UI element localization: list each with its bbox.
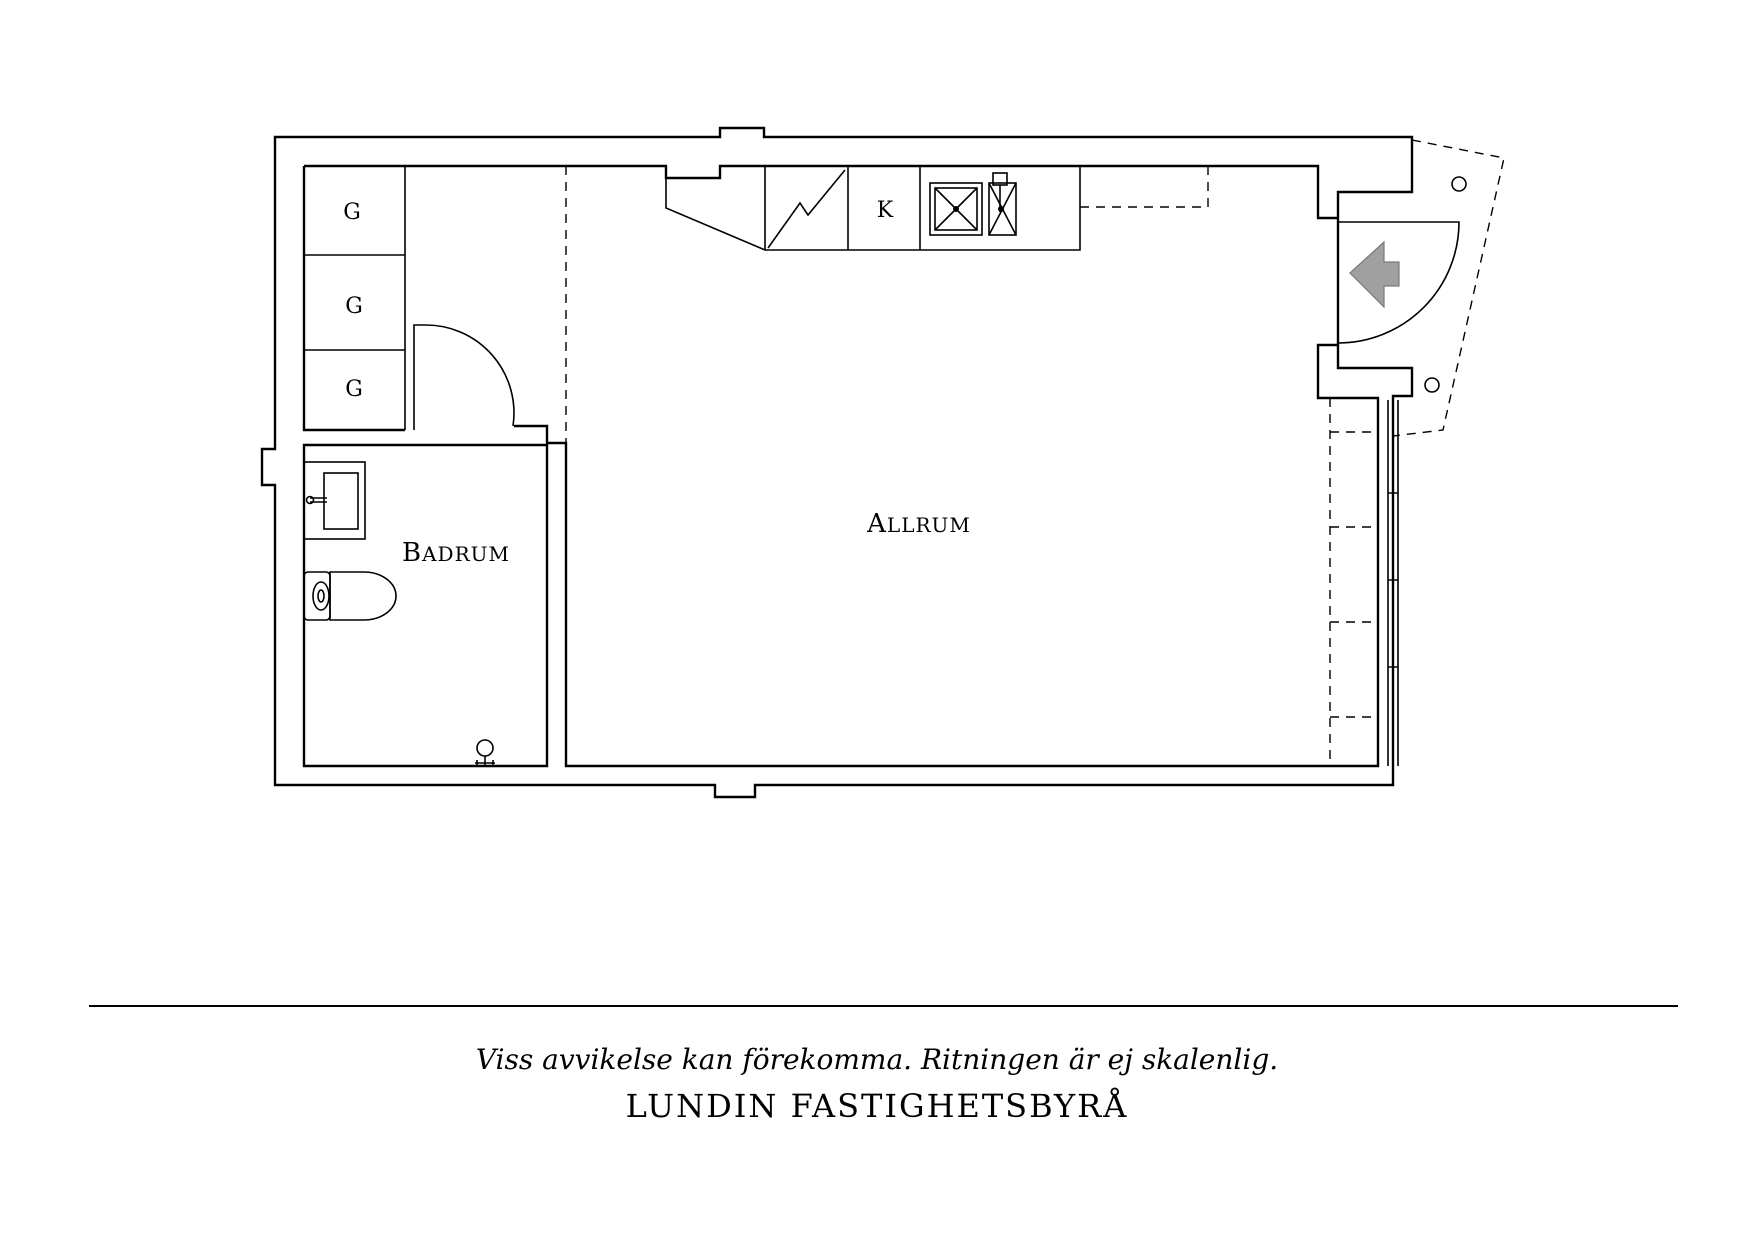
entrance-door-swing <box>1337 221 1460 344</box>
fridge-zigzag <box>767 169 846 249</box>
entrance-post-2 <box>1424 377 1440 393</box>
railing-ticks <box>1388 492 1398 668</box>
kitchen-dividers <box>764 166 921 250</box>
balcony-railing <box>1387 400 1399 766</box>
footer-divider <box>89 1005 1678 1007</box>
entrance-step-dashed <box>1392 139 1505 437</box>
disclaimer-text: Viss avvikelse kan förekomma. Ritningen … <box>475 1043 1279 1076</box>
inner-wall <box>302 166 405 432</box>
entrance-post-1 <box>1451 176 1467 192</box>
stove-icon <box>929 182 983 236</box>
kitchen-fridge <box>665 166 1081 251</box>
floor-drain-icon <box>475 739 495 766</box>
agency-name: LUNDIN FASTIGHETSBYRÅ <box>625 1087 1129 1125</box>
badrum-label: BADRUM <box>402 538 510 568</box>
inner-top-wall <box>304 164 1338 220</box>
kitchen-counter-dashed <box>1080 166 1209 208</box>
oven-icon <box>988 172 1017 236</box>
floor-plan: K G G G ALL <box>260 126 1505 799</box>
closet-label-2: G <box>345 294 363 319</box>
closet-label-1: G <box>343 200 361 225</box>
bathroom-door-swing <box>424 324 515 427</box>
allrum-label: ALLRUM <box>866 509 971 539</box>
kitchen-label: K <box>877 198 894 223</box>
bathroom-door-jamb <box>413 324 425 430</box>
outer-wall <box>260 126 1414 799</box>
toilet-icon <box>303 571 397 621</box>
closet-label-3: G <box>345 377 363 402</box>
entrance-arrow-icon <box>1349 240 1400 309</box>
inner-right-wall <box>514 343 1380 768</box>
sink-icon <box>303 461 366 540</box>
bathroom-wall <box>302 443 549 768</box>
